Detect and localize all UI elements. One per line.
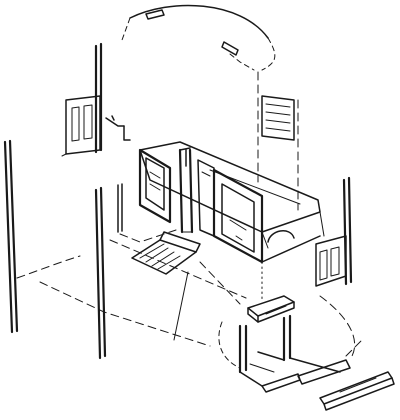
guide-line-left — [16, 255, 81, 279]
guide-line-step — [119, 229, 177, 243]
roof-clip-left — [145, 9, 165, 20]
left-long-rod — [3, 139, 19, 334]
guide-line-bumper — [345, 339, 363, 357]
bumper-board — [297, 359, 395, 411]
rear-window-panel — [261, 95, 295, 141]
mid-left-rod — [94, 186, 107, 360]
guide-line-lower-left — [39, 281, 211, 347]
guide-line-right — [319, 295, 356, 357]
guide-line-mid — [109, 239, 247, 299]
guide-line-center — [199, 261, 241, 305]
chassis-frame — [218, 314, 341, 393]
footplate — [131, 231, 201, 275]
cab-body — [138, 141, 325, 264]
linkage-arm — [105, 115, 131, 141]
right-side-panel — [315, 176, 353, 287]
left-side-panel — [61, 42, 103, 157]
roof-clip-right — [221, 41, 239, 56]
roof-arc — [121, 4, 276, 71]
pointer-line — [173, 271, 189, 341]
roof-guide-line — [229, 53, 255, 71]
front-small-post — [117, 183, 123, 233]
lower-plate — [247, 295, 295, 323]
